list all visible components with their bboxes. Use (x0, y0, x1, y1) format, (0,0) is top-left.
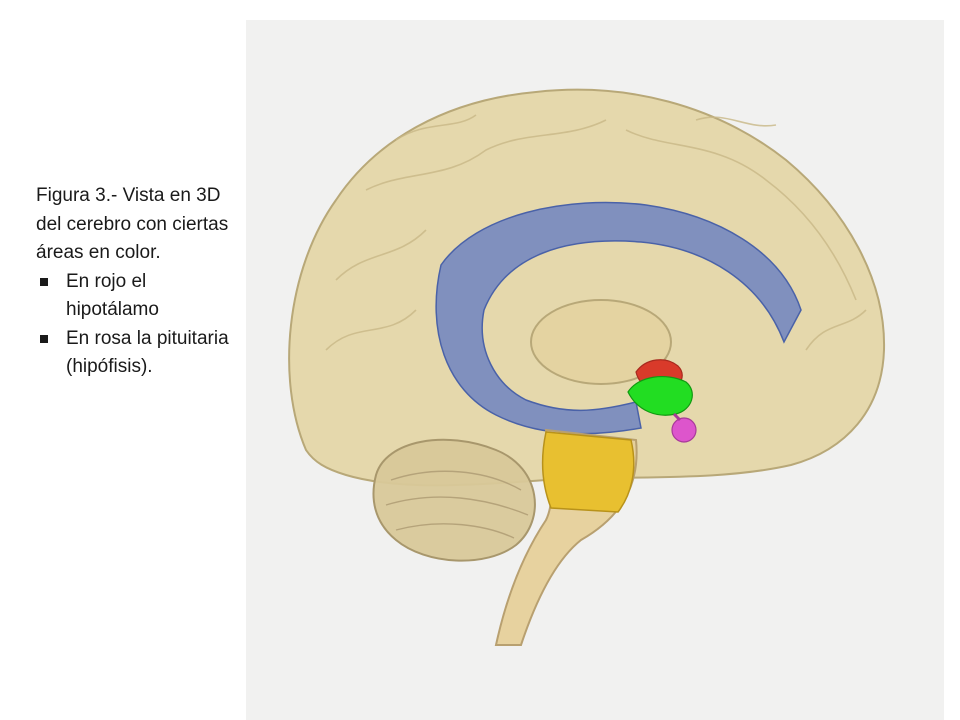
cerebellum-folia (385, 470, 529, 539)
bullet-text-hypothalamus: En rojo el hipotálamo (66, 270, 159, 321)
green-structure (627, 375, 693, 416)
thalamus (530, 299, 672, 385)
caption-title: Figura 3.- Vista en 3D del cerebro con c… (36, 185, 229, 263)
bullet-pituitary: En rosa la pituitaria (hipófisis). (36, 325, 236, 382)
square-bullet-icon (40, 277, 48, 286)
corpus-callosum (435, 201, 802, 435)
bullet-text-pituitary: En rosa la pituitaria (hipófisis). (66, 327, 229, 378)
cortical-folds (325, 114, 867, 351)
brain-illustration-panel (246, 20, 944, 720)
brain-3d-illustration (288, 88, 886, 646)
pituitary-gland (671, 417, 697, 443)
pons (541, 431, 635, 513)
bullet-hypothalamus: En rojo el hipotálamo (36, 268, 236, 325)
pituitary-stalk (672, 412, 682, 422)
square-bullet-icon (40, 334, 48, 343)
figure-caption: Figura 3.- Vista en 3D del cerebro con c… (36, 182, 236, 382)
caption-bullet-list: En rojo el hipotálamo En rosa la pituita… (36, 268, 236, 382)
cerebellum (372, 438, 536, 562)
